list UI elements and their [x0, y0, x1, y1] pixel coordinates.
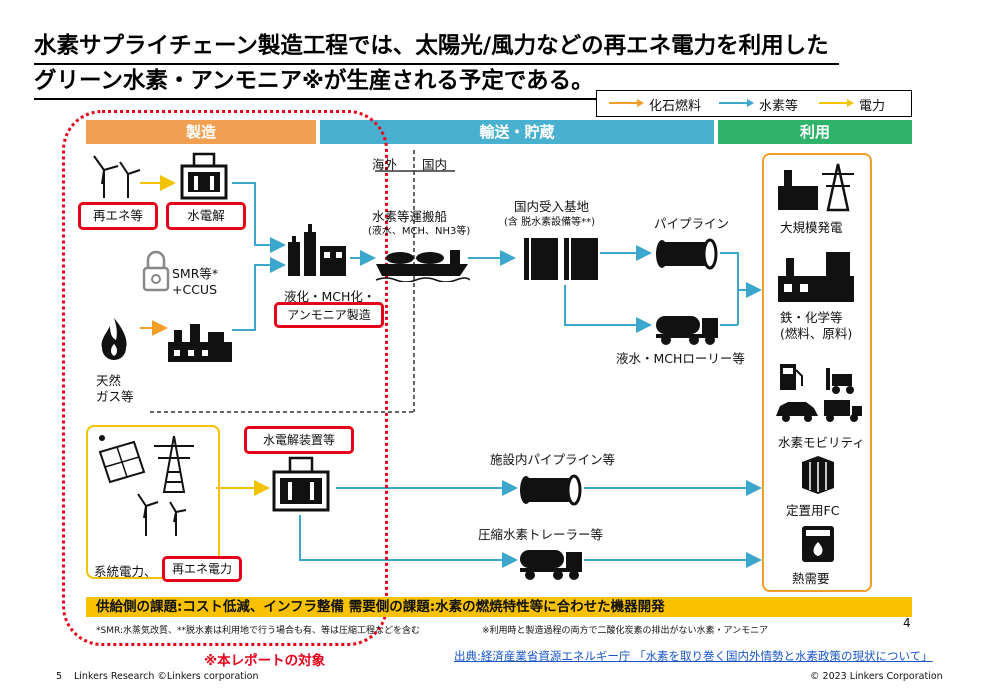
legend-fossil: 化石燃料	[649, 99, 702, 114]
electrolysis-tank-icon	[180, 152, 228, 200]
lorry-icon	[656, 316, 718, 345]
lorry-label: 液水・MCHローリー等	[616, 351, 745, 366]
smr-label: SMR等* +CCUS	[172, 266, 218, 298]
solar-panel-icon	[98, 435, 146, 484]
renewable-energy-icons	[98, 435, 194, 536]
note-left: *SMR:水蒸気改質、**脱水素は利用地で行う場合も有、等は圧縮工程などを含む	[96, 626, 420, 636]
wind-turbine-icon	[93, 155, 141, 198]
legend-arrows	[609, 99, 854, 107]
legend: 化石燃料 水素等 電力	[596, 90, 912, 117]
grid-power-label: 系統電力、	[94, 564, 157, 579]
legend-power: 電力	[859, 99, 886, 114]
liquefaction-plant-icon	[288, 224, 346, 276]
mobility-label: 水素モビリティ	[778, 435, 865, 450]
power-plant-icon	[778, 163, 854, 212]
smr-line-1: SMR等*	[172, 266, 219, 281]
onsite-pipeline-icon	[520, 474, 582, 506]
smr-line-2: +CCUS	[172, 282, 218, 297]
source-link[interactable]: 出典:経済産業省資源エネルギー庁 「水素を取り巻く国内外情勢と水素政策の現状につ…	[454, 649, 933, 663]
ccus-lock-icon	[142, 250, 170, 292]
power-tower-icon	[154, 435, 194, 493]
band-use: 利用	[718, 120, 912, 144]
steel-label: 鉄・化学等 (燃料、原料)	[780, 310, 852, 342]
note-right: ※利用時と製造過程の両方で二酸化炭素の排出がない水素・アンモニア	[482, 626, 769, 636]
renewable-label: 再エネ等	[78, 202, 158, 230]
footer-left: Linkers Research ©Linkers corporation	[74, 671, 259, 682]
footer-page-number: 5	[56, 671, 63, 682]
report-target-zone	[62, 110, 388, 646]
electrolyzer-equip-icon	[272, 456, 330, 512]
onsite-pipeline-label: 施設内パイプライン等	[490, 452, 616, 467]
electrolyzer-equip-label: 水電解装置等	[244, 426, 354, 454]
power-plant-label: 大規模発電	[780, 220, 843, 235]
title-line-1: 水素サプライチェーン製造工程では、太陽光/風力などの再エネ電力を利用した	[34, 30, 839, 65]
use-block	[762, 153, 872, 592]
trailer-label: 圧縮水素トレーラー等	[478, 527, 604, 542]
title-line-2: グリーン水素・アンモニア※が生産される予定である。	[34, 65, 604, 100]
carrier-ship-icon	[375, 250, 470, 282]
carrier-ship-label: 水素等運搬船	[372, 209, 448, 224]
trailer-icon	[520, 550, 582, 580]
natgas-label: 天然 ガス等	[96, 373, 134, 405]
issues-bar: 供給側の課題:コスト低減、インフラ整備 需要側の課題:水素の燃焼特性等に合わせた…	[86, 597, 912, 617]
renewable-power-label: 再エネ電力	[162, 556, 242, 582]
fuel-pump-icon	[780, 364, 803, 390]
electrolysis-label: 水電解	[166, 202, 246, 230]
pipeline-label: パイプライン	[654, 216, 730, 231]
car-icon	[776, 402, 818, 422]
fuel-cell-icon	[802, 456, 834, 494]
receiving-base-label: 国内受入基地	[514, 199, 590, 214]
steel-line-2: (燃料、原料)	[780, 326, 853, 341]
renewable-energy-box	[86, 425, 220, 579]
ammonia-label: アンモニア製造	[274, 302, 384, 328]
natgas-line-1: 天然	[96, 373, 122, 388]
forklift-icon	[826, 368, 854, 394]
carrier-ship-sub: (液水、MCH、NH3等)	[368, 226, 471, 237]
heater-icon	[802, 526, 834, 562]
heat-label: 熱需要	[792, 571, 830, 586]
receiving-base-sub: (含 脱水素設備等**)	[504, 217, 595, 228]
domestic-label: 国内	[422, 157, 448, 172]
steel-line-1: 鉄・化学等	[780, 310, 843, 325]
fuel-cell-label: 定置用FC	[786, 503, 840, 518]
page-title: 水素サプライチェーン製造工程では、太陽光/風力などの再エネ電力を利用した グリー…	[34, 30, 964, 100]
natgas-line-2: ガス等	[96, 389, 134, 404]
truck-icon	[824, 400, 862, 422]
report-target-label: ※本レポートの対象	[204, 653, 326, 669]
inner-page-number: 4	[903, 616, 911, 630]
steel-plant-icon	[778, 252, 854, 302]
mobility-icons	[776, 364, 862, 422]
wind-turbine-small-icon	[137, 493, 187, 536]
legend-hydrogen: 水素等	[759, 99, 799, 114]
footer-right: © 2023 Linkers Corporation	[810, 671, 943, 682]
pipeline-icon	[656, 238, 718, 270]
overseas-label: 海外	[372, 157, 398, 172]
liquefaction-label: 液化・MCH化・	[284, 289, 376, 304]
smr-plant-icon	[168, 324, 232, 362]
storage-tank-icon	[524, 238, 598, 280]
band-production: 製造	[86, 120, 316, 144]
flame-icon	[101, 318, 127, 360]
